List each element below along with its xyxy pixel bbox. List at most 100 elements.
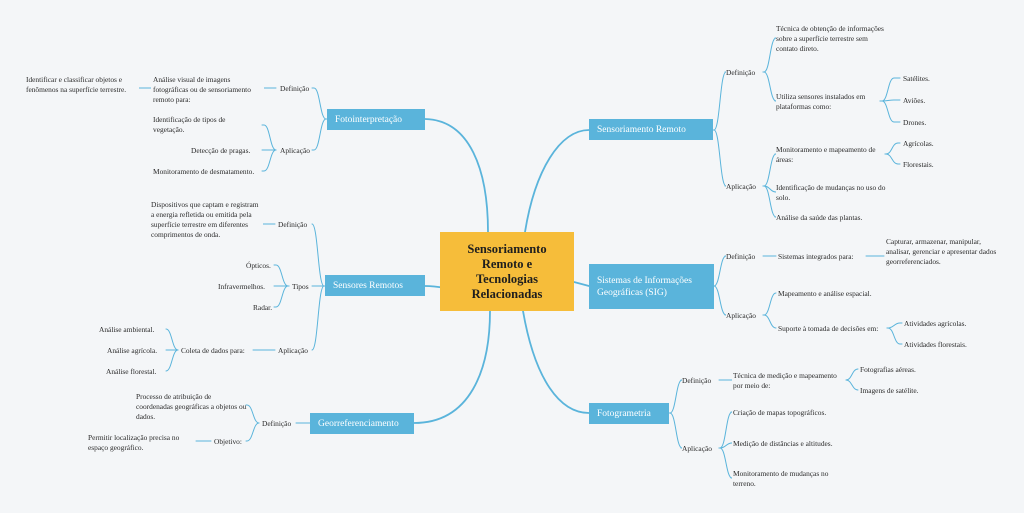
- connector-sub: [668, 412, 683, 449]
- sensores-coleta-item[interactable]: Análise agrícola.: [107, 346, 158, 355]
- sensoriamento-definicao-node[interactable]: Definição: [726, 68, 756, 77]
- fotointerpretacao-aplicacao-item[interactable]: Monitoramento de desmatamento.: [153, 167, 255, 176]
- connector-sub: [762, 292, 777, 316]
- branch-sensores-remotos[interactable]: Sensores Remotos: [325, 275, 425, 296]
- branch-sensoriamento-remoto[interactable]: Sensoriamento Remoto: [589, 119, 713, 140]
- sensores-tipo-item[interactable]: Radar.: [253, 303, 273, 312]
- fotogrametria-aplicacao-item[interactable]: Medição de distâncias e altitudes.: [733, 439, 833, 448]
- connector-main: [413, 310, 491, 424]
- sensoriamento-aplicacao-item[interactable]: Análise da saúde das plantas.: [776, 213, 863, 222]
- fotogrametria-aplicacao-item[interactable]: Monitoramento de mudanças no terreno.: [733, 469, 829, 488]
- sig-definicao-detail[interactable]: Capturar, armazenar, manipular, analisar…: [886, 237, 997, 266]
- geo-objetivo-node[interactable]: Objetivo:: [214, 437, 242, 446]
- connector-sub: [712, 129, 727, 187]
- geo-definicao-text[interactable]: Processo de atribuição de coordenadas ge…: [136, 392, 247, 421]
- sensores-definicao-node[interactable]: Definição: [278, 220, 308, 229]
- sensoriamento-aplicacao-item[interactable]: Identificação de mudanças no uso do solo…: [776, 183, 886, 202]
- connector-main: [524, 129, 590, 233]
- branch-sig[interactable]: Sistemas de Informações Geográficas (SIG…: [589, 264, 714, 309]
- connector-main: [573, 281, 590, 287]
- branch-label: Georreferenciamento: [318, 418, 399, 429]
- plataforma-item[interactable]: Satélites.: [903, 74, 930, 83]
- branch-fotointerpretacao[interactable]: Fotointerpretação: [327, 109, 425, 130]
- sensoriamento-plataformas-node[interactable]: Utiliza sensores instalados em plataform…: [776, 92, 866, 111]
- connector-sub: [762, 314, 777, 329]
- geo-objetivo-text[interactable]: Permitir localização precisa no espaço g…: [88, 433, 180, 452]
- sensoriamento-aplicacao-node[interactable]: Aplicação: [726, 182, 756, 191]
- area-item[interactable]: Agrícolas.: [903, 139, 934, 148]
- sig-definicao-node[interactable]: Definição: [726, 252, 756, 261]
- connector-sub: [165, 349, 179, 372]
- connector-sub: [261, 149, 277, 172]
- sensores-tipo-item[interactable]: Ópticos.: [246, 261, 271, 270]
- branch-label: Sensores Remotos: [333, 280, 403, 291]
- sensores-aplicacao-node[interactable]: Aplicação: [278, 346, 308, 355]
- area-item[interactable]: Florestais.: [903, 160, 934, 169]
- fotointerpretacao-aplicacao-item[interactable]: Identificação de tipos de vegetação.: [153, 115, 226, 134]
- connector-sub: [718, 447, 733, 479]
- connector-sub: [879, 100, 901, 123]
- connector-sub: [845, 379, 859, 391]
- sig-aplicacao-item[interactable]: Mapeamento e análise espacial.: [778, 289, 872, 298]
- connector-main: [522, 310, 590, 414]
- connector-sub: [713, 285, 727, 316]
- connector-sub: [886, 322, 903, 329]
- sig-suporte-node[interactable]: Suporte à tomada de decisões em:: [778, 324, 879, 333]
- branch-label: Sistemas de Informações Geográficas (SIG…: [597, 275, 692, 298]
- fotointerpretacao-definicao-detail[interactable]: Identificar e classificar objetos e fenô…: [26, 75, 127, 94]
- central-topic-label: Sensoriamento Remoto e Tecnologias Relac…: [467, 241, 547, 301]
- connector-sub: [762, 37, 777, 73]
- fotogrametria-definicao-node[interactable]: Definição: [682, 376, 712, 385]
- fotogrametria-aplicacao-item[interactable]: Criação de mapas topográficos.: [733, 408, 827, 417]
- sig-aplicacao-node[interactable]: Aplicação: [726, 311, 756, 320]
- fotointerpretacao-definicao-text[interactable]: Análise visual de imagens fotográficas o…: [153, 75, 251, 104]
- connector-sub: [311, 223, 326, 287]
- branch-label: Sensoriamento Remoto: [597, 124, 686, 135]
- connector-sub: [845, 368, 859, 381]
- connector-sub: [718, 411, 733, 449]
- connector-sub: [273, 264, 290, 287]
- sensoriamento-definicao-text[interactable]: Técnica de obtenção de informações sobre…: [776, 24, 884, 53]
- sensores-tipo-item[interactable]: Infravermelhos.: [218, 282, 265, 291]
- connector-main: [424, 118, 489, 233]
- connector-sub: [245, 404, 260, 424]
- connector-sub: [713, 255, 727, 287]
- connector-sub: [884, 142, 901, 155]
- connector-sub: [311, 87, 328, 120]
- connector-sub: [165, 328, 179, 351]
- branch-label: Fotogrametria: [597, 408, 651, 419]
- fotointerpretacao-aplicacao-item[interactable]: Detecção de pragas.: [191, 146, 251, 155]
- connector-sub: [712, 71, 727, 131]
- plataforma-item[interactable]: Aviões.: [903, 96, 926, 105]
- branch-georreferenciamento[interactable]: Georreferenciamento: [310, 413, 414, 434]
- geo-definicao-node[interactable]: Definição: [262, 419, 292, 428]
- sensores-definicao-text[interactable]: Dispositivos que captam e registram a en…: [151, 200, 259, 239]
- sensores-coleta-item[interactable]: Análise ambiental.: [99, 325, 155, 334]
- plataforma-item[interactable]: Drones.: [903, 118, 927, 127]
- connector-sub: [762, 185, 777, 218]
- connector-sub: [884, 153, 901, 165]
- branch-fotogrametria[interactable]: Fotogrametria: [589, 403, 669, 424]
- fotogrametria-definicao-text[interactable]: Técnica de medição e mapeamento por meio…: [733, 371, 837, 390]
- sig-atividade-item[interactable]: Atividades florestais.: [904, 340, 967, 349]
- branch-label: Fotointerpretação: [335, 114, 403, 125]
- sig-atividade-item[interactable]: Atividades agrícolas.: [904, 319, 967, 328]
- central-topic[interactable]: Sensoriamento Remoto e Tecnologias Relac…: [440, 232, 574, 311]
- connector-sub: [668, 379, 683, 414]
- connector-sub: [311, 285, 326, 351]
- sensores-coleta-item[interactable]: Análise florestal.: [106, 367, 157, 376]
- fotointerpretacao-aplicacao-node[interactable]: Aplicação: [280, 146, 310, 155]
- sensoriamento-monitoramento-node[interactable]: Monitoramento e mapeamento de áreas:: [776, 145, 876, 164]
- fotointerpretacao-definicao-node[interactable]: Definição: [280, 84, 310, 93]
- connector-sub: [886, 327, 903, 345]
- connector-sub: [762, 153, 777, 187]
- sensores-tipos-node[interactable]: Tipos: [292, 282, 309, 291]
- connector-sub: [311, 118, 328, 151]
- sig-definicao-text[interactable]: Sistemas integrados para:: [778, 252, 854, 261]
- fotogrametria-meio-item[interactable]: Fotografias aéreas.: [860, 365, 916, 374]
- sensores-coleta-node[interactable]: Coleta de dados para:: [181, 346, 245, 355]
- fotogrametria-meio-item[interactable]: Imagens de satélite.: [860, 386, 919, 395]
- fotogrametria-aplicacao-node[interactable]: Aplicação: [682, 444, 712, 453]
